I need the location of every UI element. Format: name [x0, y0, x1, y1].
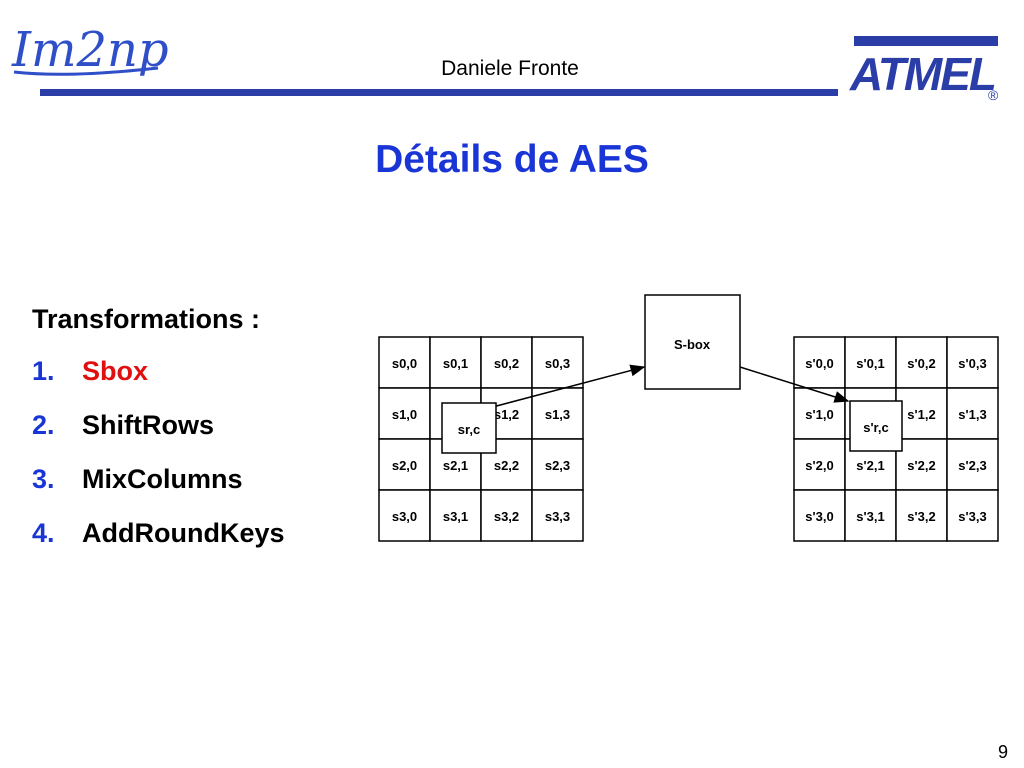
list-item: 3. MixColumns: [32, 464, 285, 518]
matrix-cell-label: s'2,1: [856, 458, 884, 473]
svg-text:ATMEL: ATMEL: [849, 48, 995, 100]
matrix-cell-label: s'3,1: [856, 509, 884, 524]
matrix-cell: [429, 489, 482, 542]
matrix-cell-label: s'0,1: [856, 356, 884, 371]
matrix-cell-label: s1,3: [545, 407, 570, 422]
matrix-cell-label: s3,3: [545, 509, 570, 524]
list-item-label: ShiftRows: [82, 410, 214, 440]
matrix-cell-label: s'0,3: [958, 356, 986, 371]
sbox-block: S-box: [644, 294, 741, 390]
svg-text:s'r,c: s'r,c: [863, 420, 889, 435]
list-item: 4. AddRoundKeys: [32, 518, 285, 572]
matrix-cell: [531, 489, 584, 542]
list-item-label: AddRoundKeys: [82, 518, 285, 548]
sbox-diagram: s0,0s0,1s0,2s0,3s1,0s1,1s1,2s1,3s2,0s2,1…: [378, 294, 999, 542]
matrix-cell: [946, 489, 999, 542]
matrix-cell-label: s2,3: [545, 458, 570, 473]
arrow-from-sbox: [739, 366, 850, 403]
matrix-cell-label: s2,2: [494, 458, 519, 473]
matrix-cell: [378, 438, 431, 491]
svg-text:sr,c: sr,c: [458, 422, 480, 437]
matrix-cell-label: s'2,2: [907, 458, 935, 473]
matrix-cell-label: s0,3: [545, 356, 570, 371]
list-item-number: 3.: [32, 464, 55, 494]
matrix-cell-label: s0,2: [494, 356, 519, 371]
list-item: 1. Sbox: [32, 356, 285, 410]
matrix-cell-label: s'3,3: [958, 509, 986, 524]
matrix-cell: [480, 336, 533, 389]
matrix-cell-label: s3,1: [443, 509, 468, 524]
list-item-number: 1.: [32, 356, 55, 386]
matrix-cell: [793, 489, 846, 542]
matrix-cell: [531, 438, 584, 491]
matrix-cell-label: s1,0: [392, 407, 417, 422]
list-item-label: Sbox: [82, 356, 149, 386]
matrix-cell-label: s'2,3: [958, 458, 986, 473]
page-number: 9: [997, 742, 1008, 762]
matrix-cell-label: s'0,2: [907, 356, 935, 371]
matrix-cell-label: s'0,0: [805, 356, 833, 371]
matrix-cell-label: s'1,0: [805, 407, 833, 422]
matrix-cell: [378, 336, 431, 389]
list-heading: Transformations :: [32, 304, 261, 334]
arrow-to-sbox: [469, 364, 646, 414]
matrix-cell-label: s'2,0: [805, 458, 833, 473]
input-element-box: sr,c: [441, 402, 497, 454]
matrix-cell: [793, 387, 846, 440]
list-item: 2. ShiftRows: [32, 410, 285, 464]
transformation-list: 1. Sbox 2. ShiftRows 3. MixColumns 4. AddRoundK…: [32, 356, 285, 572]
matrix-cell-label: s3,2: [494, 509, 519, 524]
output-state-matrix: s'0,0s'0,1s'0,2s'0,3s'1,0s'1,1s'1,2s'1,3…: [793, 336, 999, 542]
matrix-cell-label: s'3,0: [805, 509, 833, 524]
list-item-label: MixColumns: [82, 464, 243, 494]
matrix-cell: [531, 387, 584, 440]
im2np-logo: Im2np: [11, 22, 169, 78]
input-state-matrix: s0,0s0,1s0,2s0,3s1,0s1,1s1,2s1,3s2,0s2,1…: [378, 336, 584, 542]
matrix-cell: [531, 336, 584, 389]
matrix-cell-label: s2,1: [443, 458, 468, 473]
atmel-logo: ATMEL ®: [849, 36, 999, 103]
list-item-number: 4.: [32, 518, 55, 548]
matrix-cell-label: s'1,3: [958, 407, 986, 422]
svg-text:S-box: S-box: [674, 337, 711, 352]
header-rule: [40, 89, 838, 96]
matrix-cell-label: s0,1: [443, 356, 468, 371]
matrix-cell-label: s0,0: [392, 356, 417, 371]
matrix-cell-label: s1,2: [494, 407, 519, 422]
list-item-number: 2.: [32, 410, 55, 440]
registered-mark: ®: [988, 87, 999, 103]
matrix-cell-label: s3,0: [392, 509, 417, 524]
output-element-box: s'r,c: [849, 400, 903, 452]
matrix-cell-label: s'3,2: [907, 509, 935, 524]
matrix-cell: [844, 489, 897, 542]
slide-title: Détails de AES: [375, 138, 649, 181]
matrix-cell-label: s'1,2: [907, 407, 935, 422]
author-name: Daniele Fronte: [441, 57, 579, 80]
matrix-cell: [378, 489, 431, 542]
matrix-cell-label: s2,0: [392, 458, 417, 473]
